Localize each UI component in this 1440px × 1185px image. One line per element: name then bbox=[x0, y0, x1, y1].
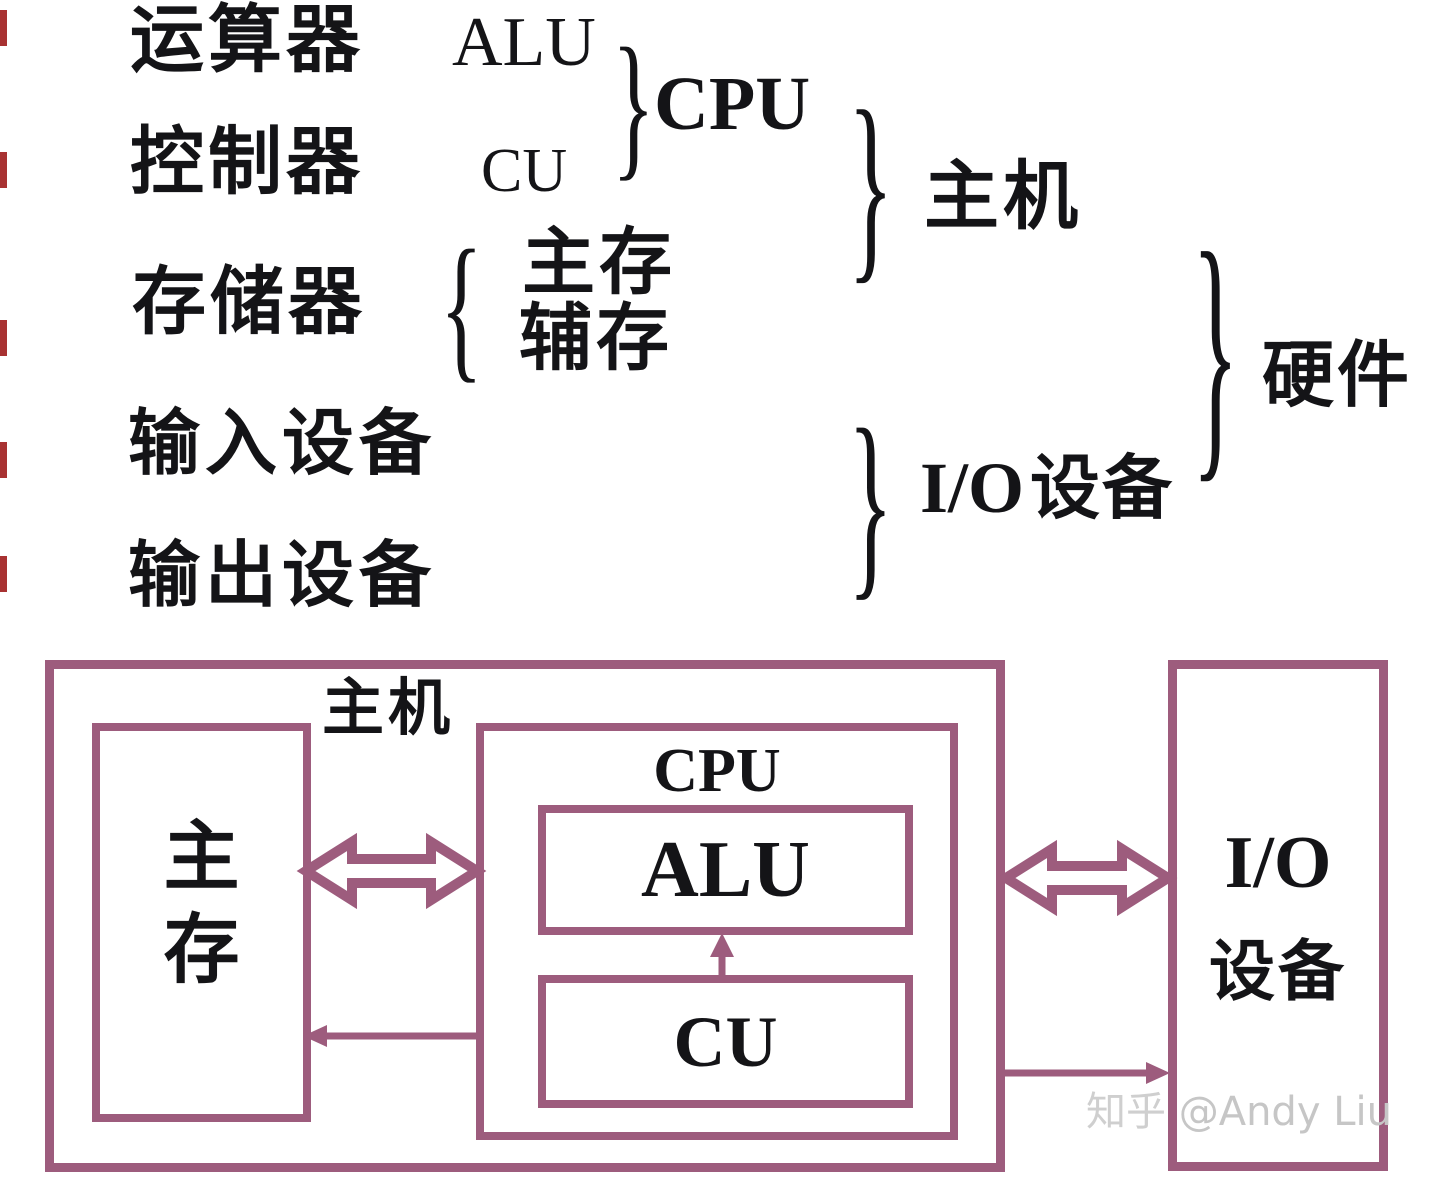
cpu-box-label: CPU bbox=[653, 737, 781, 805]
label-io-prefix: I/O bbox=[920, 448, 1025, 528]
label-alu-top: ALU bbox=[452, 4, 596, 81]
label-cpu-top: CPU bbox=[654, 62, 811, 146]
host-box-label: 主机 bbox=[322, 675, 455, 743]
brace-cpu: } bbox=[612, 16, 655, 195]
label-control-unit: 控制器 bbox=[130, 122, 364, 204]
cu-box: CU bbox=[538, 975, 913, 1108]
cu-box-label: CU bbox=[673, 1001, 778, 1082]
alu-box-label: ALU bbox=[641, 826, 810, 914]
main-memory-char1: 主 bbox=[163, 815, 240, 900]
left-edge-artifact bbox=[0, 152, 7, 188]
label-host-top: 主机 bbox=[924, 156, 1083, 239]
label-main-memory-top: 主存 bbox=[522, 222, 676, 303]
label-hardware: 硬件 bbox=[1262, 336, 1413, 416]
io-box-line1: I/O bbox=[1224, 821, 1332, 904]
brace-hardware: } bbox=[1192, 197, 1239, 505]
alu-box: ALU bbox=[538, 805, 913, 935]
label-output-devices: 输出设备 bbox=[128, 536, 437, 616]
label-memory: 存储器 bbox=[132, 262, 366, 344]
main-memory-char2: 存 bbox=[163, 908, 240, 993]
arrow-host-to-io bbox=[1004, 1062, 1170, 1084]
left-edge-artifact bbox=[0, 320, 7, 356]
watermark-handle: @Andy Liu bbox=[1178, 1089, 1392, 1135]
label-io-suffix: 设备 bbox=[1030, 451, 1175, 528]
label-aux-memory-top: 辅存 bbox=[519, 298, 673, 379]
label-arithmetic-unit: 运算器 bbox=[130, 0, 364, 82]
left-edge-artifact bbox=[0, 442, 7, 478]
main-memory-box: 主 存 bbox=[92, 723, 311, 1122]
watermark: 知乎 @Andy Liu bbox=[1086, 1092, 1392, 1132]
io-box-line2: 设备 bbox=[1209, 935, 1347, 1009]
label-cu-top: CU bbox=[481, 137, 568, 205]
double-arrow-host-io bbox=[996, 839, 1178, 917]
left-edge-artifact bbox=[0, 556, 7, 592]
watermark-prefix: 知乎 bbox=[1086, 1089, 1166, 1135]
left-edge-artifact bbox=[0, 10, 7, 46]
label-io-devices-top: I/O 设备 bbox=[920, 452, 1174, 525]
cpu-box bbox=[476, 723, 958, 1140]
label-input-devices: 输入设备 bbox=[128, 404, 437, 484]
brace-io-devices: } bbox=[848, 387, 893, 617]
brace-memory: { bbox=[440, 218, 483, 397]
brace-host: } bbox=[848, 69, 894, 301]
